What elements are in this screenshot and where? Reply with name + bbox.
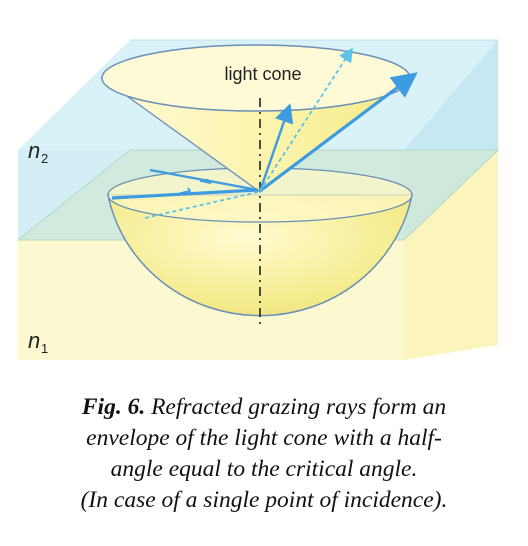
- medium-label-n2: n 2: [28, 138, 48, 166]
- refracted-ray-right: [259, 72, 418, 193]
- medium-label-n1: n 1: [28, 328, 48, 356]
- hemisphere: [107, 167, 413, 317]
- caption-line-2: envelope of the light cone with a half-: [86, 425, 442, 451]
- grazing-ray-left: [111, 188, 259, 200]
- light-cone-diagram: light cone n 2 n 1: [16, 39, 500, 360]
- n1-subscript: 1: [41, 341, 48, 356]
- caption-line-3: angle equal to the critical angle.: [110, 456, 418, 482]
- refracted-ray-center: [258, 103, 294, 192]
- fig-label: Fig. 6.: [81, 394, 146, 420]
- n1-symbol: n: [28, 328, 40, 353]
- figure-caption: Fig. 6. Refracted grazing rays form an e…: [14, 392, 514, 516]
- light-cone: [99, 44, 412, 193]
- n2-symbol: n: [28, 138, 40, 163]
- grazing-ray-back: [149, 168, 259, 192]
- caption-line-4: (In case of a single point of incidence)…: [80, 487, 448, 513]
- cone-label: light cone: [224, 64, 301, 84]
- n2-subscript: 2: [41, 151, 48, 166]
- grazing-ray-front: [144, 191, 259, 219]
- rays: [111, 47, 418, 219]
- caption-line-1: Refracted grazing rays form an: [151, 394, 447, 420]
